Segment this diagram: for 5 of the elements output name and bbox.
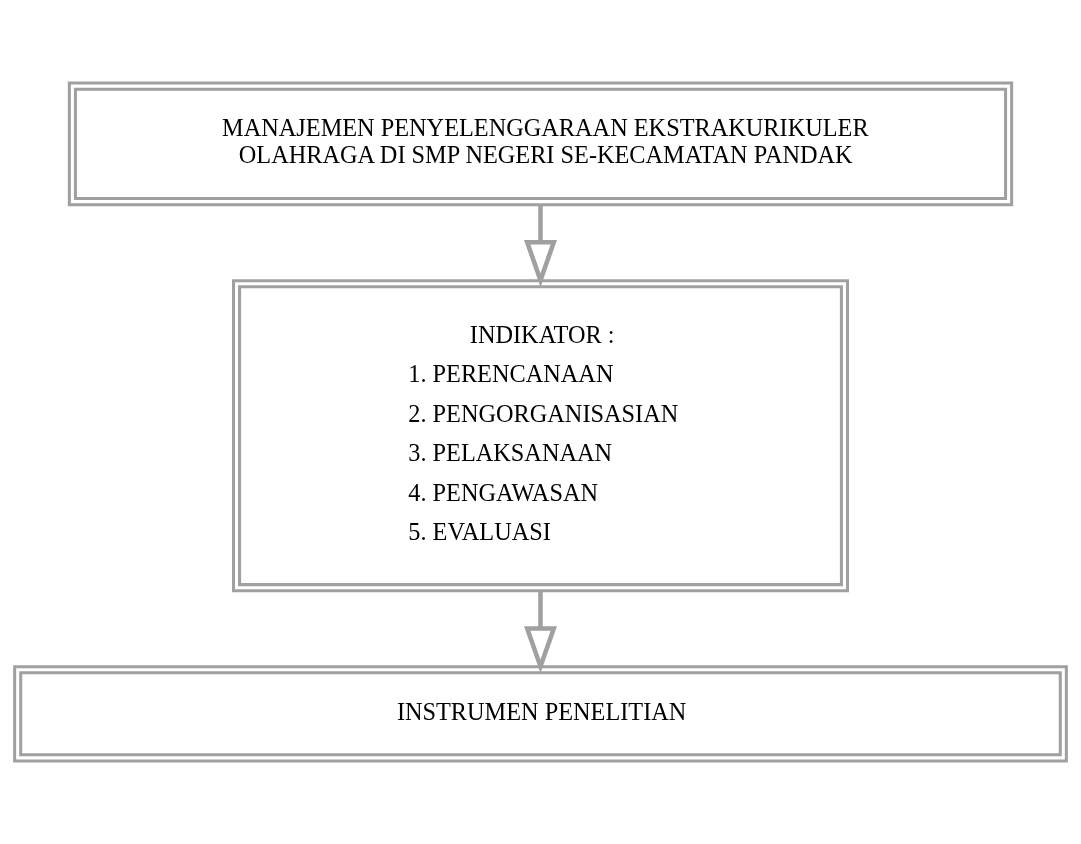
node-box: MANAJEMEN PENYELENGGARAAN EKSTRAKURIKULER OLAHRAGA DI SMP NEGERI SE-KECAMATAN PANDAK bbox=[67, 81, 1014, 207]
node-box: INDIKATOR : 1. PERENCANAAN 2. PENGORGANISASIAN 3. PELAKSANAAN 4. PENGAWASAN 5. EVALUASI bbox=[232, 279, 849, 593]
node-box: INSTRUMEN PENELITIAN bbox=[13, 665, 1068, 763]
arrow bbox=[524, 590, 557, 674]
arrow bbox=[524, 205, 557, 288]
